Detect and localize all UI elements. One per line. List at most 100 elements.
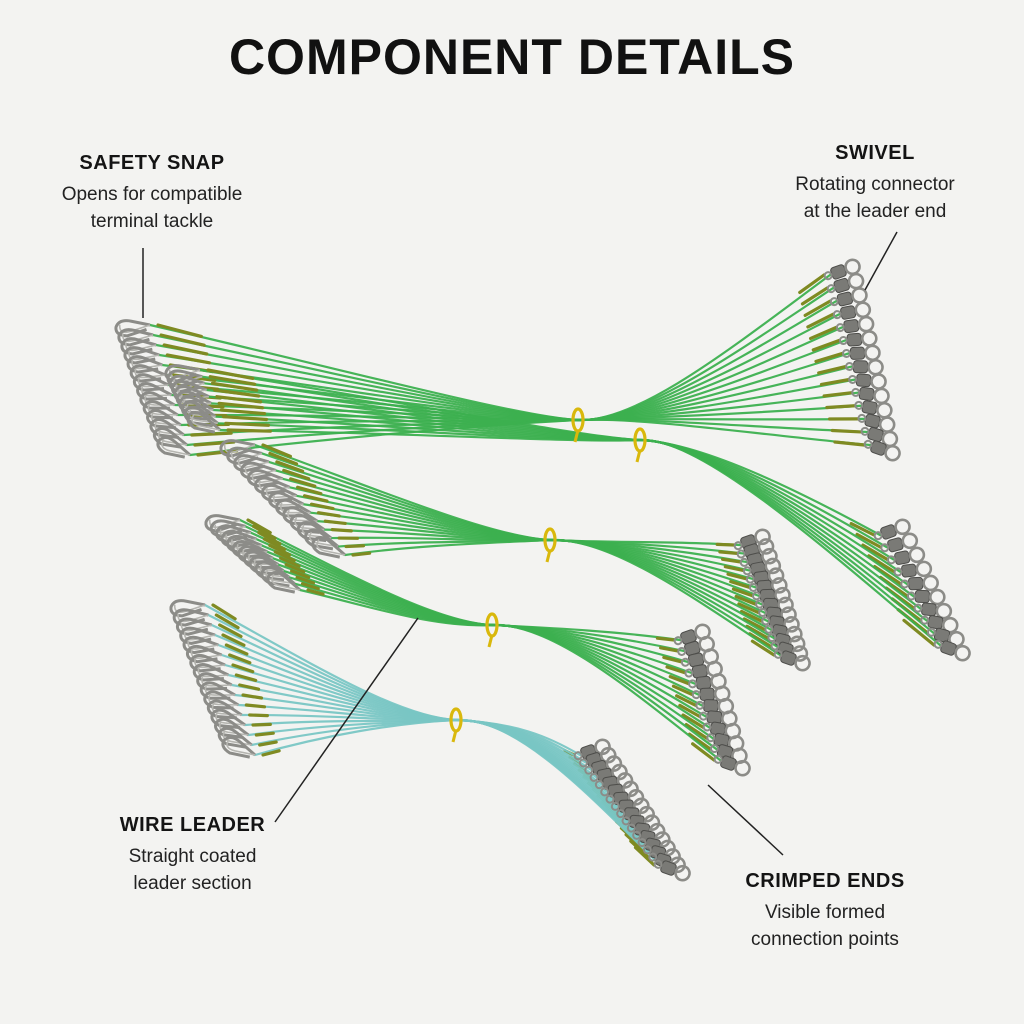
- safety-snap: [186, 411, 221, 434]
- crimp-sleeve: [806, 312, 835, 329]
- crimp-sleeve: [750, 639, 776, 657]
- crimp-sleeve: [684, 722, 709, 740]
- safety-snap: [275, 498, 312, 518]
- crimp-sleeve: [282, 468, 311, 481]
- wire-strand: [218, 428, 942, 647]
- wire-strand: [330, 536, 775, 640]
- callout-description: Opens for compatible terminal tackle: [52, 181, 252, 235]
- swivel: [873, 518, 911, 541]
- callout-heading: SWIVEL: [835, 142, 915, 164]
- safety-snap: [260, 483, 298, 503]
- crimp-sleeve: [228, 653, 252, 665]
- crimp-sleeve: [817, 364, 848, 375]
- crimp-sleeve: [268, 451, 299, 466]
- swivel: [653, 859, 691, 882]
- crimp-sleeve: [803, 299, 832, 318]
- crimp-sleeve: [873, 565, 903, 586]
- crimp-sleeve: [734, 594, 758, 606]
- safety-snap: [266, 571, 301, 594]
- safety-snap: [253, 476, 291, 495]
- crimp-sleeve: [861, 543, 889, 562]
- crimp-sleeve: [726, 572, 748, 581]
- crimp-sleeve: [819, 378, 851, 387]
- crimp-sleeve: [715, 542, 736, 547]
- callout-desc-line: Straight coated: [128, 846, 257, 867]
- crimp-sleeve: [211, 603, 237, 621]
- crimp-sleeve: [665, 665, 687, 675]
- crimp-sleeve: [855, 532, 883, 549]
- safety-snap: [282, 506, 319, 526]
- swivel: [893, 560, 933, 578]
- safety-snap: [289, 513, 326, 534]
- crimp-sleeve: [224, 421, 271, 427]
- crimp-sleeve: [825, 404, 857, 410]
- crimp-sleeve: [295, 575, 316, 585]
- callout-desc-line: terminal tackle: [90, 211, 214, 232]
- crimp-sleeve: [309, 502, 335, 511]
- crimp-sleeve: [721, 557, 742, 564]
- crimp-sleeve: [165, 353, 212, 365]
- crimp-sleeve: [723, 565, 745, 572]
- swivel: [886, 546, 926, 565]
- swivel: [736, 538, 775, 559]
- crimp-sleeve: [306, 588, 325, 596]
- swivel: [713, 754, 751, 777]
- crimp-sleeve: [208, 375, 257, 386]
- crimp-sleeve: [156, 323, 203, 338]
- crimp-sleeve: [296, 485, 323, 496]
- crimp-sleeve: [691, 742, 716, 762]
- swivel: [854, 400, 893, 419]
- wire-strand: [148, 273, 832, 422]
- crimp-sleeve: [226, 428, 272, 433]
- crimp-sleeve: [739, 609, 764, 623]
- callout-desc-line: Rotating connector: [795, 174, 955, 195]
- crimp-sleeve: [798, 273, 826, 294]
- twist-tie-end: [487, 634, 494, 648]
- crimp-sleeve: [671, 684, 694, 697]
- crimp-sleeve: [811, 338, 841, 352]
- wire-strand: [298, 588, 722, 762]
- swivel: [926, 627, 965, 648]
- callout-pointer-line: [274, 617, 419, 823]
- swivel: [838, 330, 878, 347]
- crimp-sleeve: [210, 381, 259, 392]
- crimp-sleeve: [808, 325, 838, 341]
- crimp-sleeve: [251, 524, 277, 540]
- crimp-sleeve: [330, 528, 353, 533]
- callout-heading: SAFETY SNAP: [79, 152, 225, 174]
- crimp-sleeve: [687, 732, 712, 751]
- wire-strand: [188, 418, 872, 457]
- swivel: [773, 649, 811, 672]
- swivel: [829, 287, 868, 307]
- callout-desc-line: connection points: [751, 929, 899, 950]
- safety-snap: [178, 395, 215, 415]
- swivel: [857, 413, 896, 433]
- twist-tie-end: [635, 449, 642, 463]
- crimp-sleeve: [251, 722, 272, 727]
- crimp-sleeve: [234, 673, 258, 683]
- crimp-sleeve: [213, 388, 261, 398]
- crimp-sleeve: [246, 518, 272, 535]
- crimp-sleeve: [290, 569, 311, 580]
- crimp-sleeve: [745, 624, 770, 640]
- crimp-sleeve: [633, 845, 656, 867]
- callout-pointer-line: [707, 784, 784, 856]
- crimp-sleeve: [279, 556, 301, 568]
- crimp-sleeve: [718, 550, 739, 556]
- swivel: [933, 639, 971, 662]
- callout-crimped-ends: CRIMPED ENDS Visible formed connection p…: [735, 870, 915, 953]
- crimp-sleeve: [162, 343, 209, 356]
- crimp-sleeve: [214, 613, 240, 630]
- swivel: [832, 301, 872, 320]
- crimp-sleeve: [244, 703, 267, 709]
- crimp-sleeve: [261, 443, 292, 458]
- crimp-sleeve: [224, 643, 249, 656]
- twist-tie-end: [451, 729, 458, 743]
- crimp-sleeve: [221, 415, 269, 422]
- callout-desc-line: Opens for compatible: [61, 184, 243, 205]
- callout-swivel: SWIVEL Rotating connector at the leader …: [780, 142, 970, 225]
- crimp-sleeve: [300, 582, 320, 591]
- swivel: [851, 386, 890, 405]
- crimp-sleeve: [737, 602, 761, 615]
